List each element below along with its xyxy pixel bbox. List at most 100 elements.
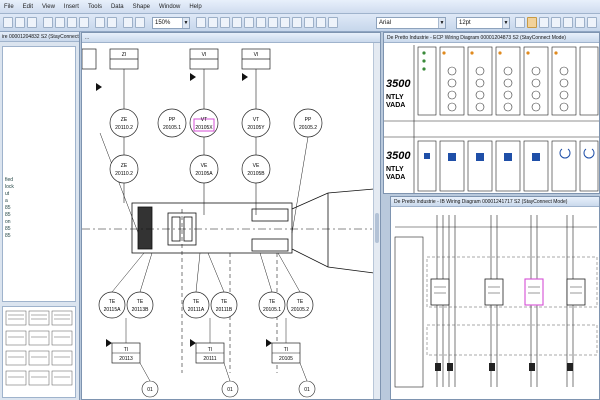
copy-icon[interactable] (67, 17, 77, 28)
instrument-diagram[interactable]: ZI VI VI ZE 20110.2 VT 20105X VT 20105Y … (82, 43, 375, 400)
menu-data[interactable]: Data (110, 3, 124, 10)
zoom-select[interactable]: 150% ▼ (152, 17, 190, 29)
shape-icon[interactable] (196, 17, 206, 28)
pp-tag: PP (305, 117, 312, 123)
top-instruments (82, 48, 271, 70)
te-number: 20111B (216, 307, 233, 313)
ecp-label: 3500 (386, 150, 411, 162)
font-size-select[interactable]: 12pt ▼ (456, 17, 510, 29)
vt-tag: VT (253, 117, 259, 123)
te-number: 20115A (104, 307, 122, 313)
italic-icon[interactable] (515, 17, 525, 28)
shape-tree[interactable]: fied lock ut a 85 85 on 85 85 (2, 46, 76, 302)
te-tag: TE (221, 299, 228, 305)
bold-icon[interactable] (527, 17, 537, 28)
line-icon[interactable] (220, 17, 230, 28)
format-icon[interactable] (304, 17, 314, 28)
pointer-icon[interactable] (123, 17, 133, 28)
tree-item[interactable]: 85 (5, 205, 11, 211)
menu-help[interactable]: Help (189, 3, 202, 10)
text-tool-icon[interactable] (135, 17, 145, 28)
ib-wiring-diagram[interactable] (391, 207, 600, 400)
left-pane-title: ire 00001204832 S2 (StayConnect Mode) (0, 32, 79, 42)
thumbnail-gallery[interactable] (2, 306, 76, 398)
pp-tag: PP (169, 117, 176, 123)
menu-view[interactable]: View (42, 3, 55, 10)
menu-shape[interactable]: Shape (132, 3, 150, 10)
undo-icon[interactable] (95, 17, 105, 28)
ve-number: 20105A (195, 171, 213, 177)
rotate-icon[interactable] (316, 17, 326, 28)
left-pane: ire 00001204832 S2 (StayConnect Mode) fi… (0, 32, 80, 400)
chevron-down-icon: ▼ (438, 18, 445, 28)
ref-circle-label: 01 (147, 387, 153, 393)
redo-icon[interactable] (107, 17, 117, 28)
te-tag: TE (193, 299, 200, 305)
ecp-label: NTLY (386, 166, 404, 173)
ti-tag: TI (284, 347, 288, 353)
te-tag: TE (297, 299, 304, 305)
underline-icon[interactable] (539, 17, 549, 28)
align-icon[interactable] (280, 17, 290, 28)
fill-icon[interactable] (232, 17, 242, 28)
ze-number: 20110.2 (115, 125, 133, 131)
ze-number: 20110.2 (115, 171, 133, 177)
instrument-top-tag: VI (202, 52, 207, 58)
cut-icon[interactable] (55, 17, 65, 28)
ve-tag: VE (253, 163, 260, 169)
vertical-scrollbar[interactable] (373, 43, 380, 399)
chevron-down-icon: ▼ (502, 18, 509, 28)
te-number: 20113B (132, 307, 150, 313)
open-icon[interactable] (15, 17, 25, 28)
ecp-label: 3500 (386, 78, 411, 90)
ti-tag: TI (124, 347, 128, 353)
shadow-icon[interactable] (256, 17, 266, 28)
te-number: 20111A (188, 307, 205, 313)
ecp-wiring-diagram[interactable]: 3500 NTLY VADA 3500 NTLY VADA (384, 43, 600, 194)
connector-icon[interactable] (208, 17, 218, 28)
vt-number: 20105X (195, 125, 213, 131)
instrument-top-tag: VI (254, 52, 259, 58)
tree-item[interactable]: 85 (5, 212, 11, 218)
chevron-down-icon: ▼ (182, 18, 189, 28)
instrument-top-tag: ZI (122, 52, 126, 58)
machine-assembly (82, 188, 375, 274)
align-right-icon[interactable] (575, 17, 585, 28)
menu-edit[interactable]: Edit (22, 3, 34, 10)
layer-icon[interactable] (292, 17, 302, 28)
scroll-thumb[interactable] (375, 213, 379, 243)
ecp-label: VADA (386, 174, 405, 181)
tree-item[interactable]: fied (5, 177, 14, 183)
ecp-label: NTLY (386, 94, 404, 101)
ecp-window-title: De Pretto Industrie - ECP Wiring Diagram… (384, 33, 599, 43)
tree-item[interactable]: 85 (5, 233, 11, 239)
print-icon[interactable] (43, 17, 53, 28)
line-color-icon[interactable] (244, 17, 254, 28)
font-value: Arial (379, 20, 392, 26)
flip-icon[interactable] (328, 17, 338, 28)
paste-icon[interactable] (79, 17, 89, 28)
toolbar: 150% ▼ Arial ▼ 12pt ▼ (0, 14, 600, 32)
ze-tag: ZE (121, 163, 128, 169)
align-center-icon[interactable] (563, 17, 573, 28)
align-left-icon[interactable] (551, 17, 561, 28)
group-icon[interactable] (268, 17, 278, 28)
selection-highlight[interactable] (193, 118, 215, 132)
new-icon[interactable] (3, 17, 13, 28)
menu-file[interactable]: File (4, 3, 14, 10)
tree-item[interactable]: 85 (5, 226, 11, 232)
ib-wiring-window: De Pretto Industrie - IB Wiring Diagram … (390, 196, 600, 400)
tree-item[interactable]: ut (5, 191, 10, 197)
menu-insert[interactable]: Insert (63, 3, 79, 10)
tree-item[interactable]: lock (5, 184, 14, 190)
menu-tools[interactable]: Tools (87, 3, 102, 10)
ve-number: 20105B (247, 171, 265, 177)
font-select[interactable]: Arial ▼ (376, 17, 446, 29)
tree-item[interactable]: a (5, 198, 8, 204)
save-icon[interactable] (27, 17, 37, 28)
menu-window[interactable]: Window (159, 3, 181, 10)
font-color-icon[interactable] (587, 17, 597, 28)
tree-item[interactable]: on (5, 219, 11, 225)
ib-window-title: De Pretto Industrie - IB Wiring Diagram … (391, 197, 599, 207)
selected-component[interactable] (524, 278, 544, 306)
